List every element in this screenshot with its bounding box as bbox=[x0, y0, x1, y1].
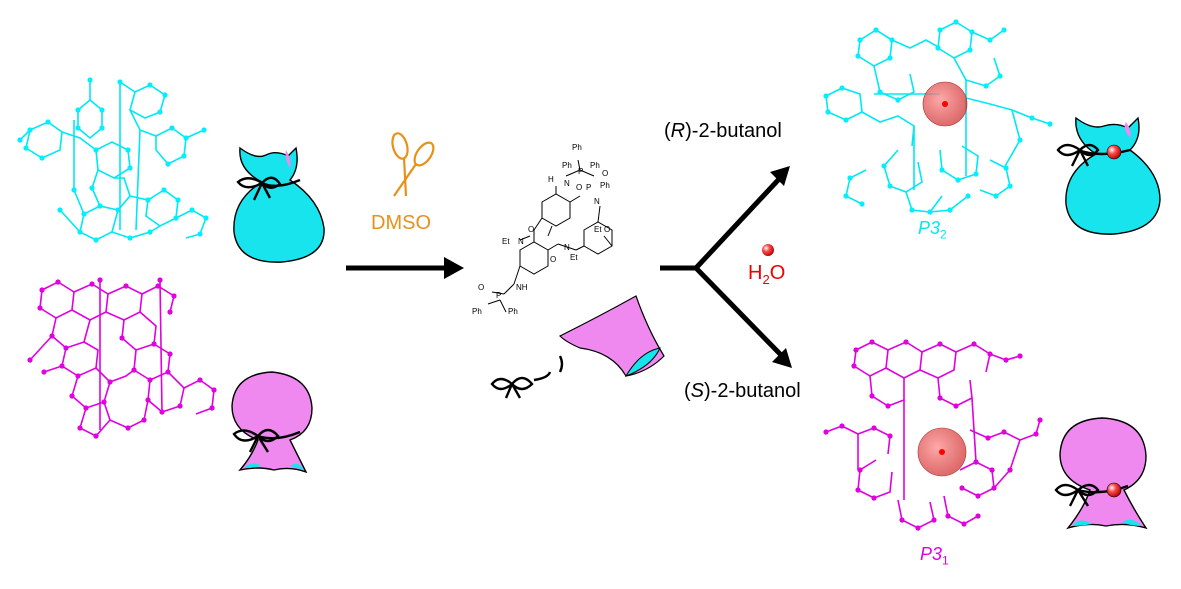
solvent-text: DMSO bbox=[371, 212, 431, 234]
water-label: H2O bbox=[748, 262, 785, 287]
discarded-bow-icon bbox=[492, 356, 562, 398]
scissors-icon bbox=[390, 132, 437, 196]
svg-text:N: N bbox=[564, 243, 570, 252]
lower-condition-italic: S bbox=[691, 380, 704, 402]
svg-text:P: P bbox=[586, 183, 591, 192]
upper-condition-label: (R)-2-butanol bbox=[664, 120, 782, 143]
svg-text:Ph: Ph bbox=[562, 161, 572, 170]
bag-water-ball-top bbox=[1107, 145, 1121, 159]
unwrapped-sheet-icon bbox=[560, 296, 664, 376]
cyan-crystal-atoms bbox=[17, 77, 208, 242]
cyan-bag-icon bbox=[234, 148, 324, 262]
guest-atom-top bbox=[942, 101, 948, 107]
water-sphere-icon bbox=[762, 244, 774, 256]
svg-text:P: P bbox=[496, 291, 501, 300]
water-label-sub: 2 bbox=[762, 272, 769, 287]
molecule-labels: Ph Ph Ph P O H N O P Ph N O Et N Et O N … bbox=[472, 143, 610, 316]
svg-text:Et: Et bbox=[570, 253, 578, 262]
magenta-crystal-structure bbox=[30, 280, 214, 436]
svg-text:Et: Et bbox=[594, 225, 602, 234]
svg-text:NH: NH bbox=[516, 283, 528, 292]
cyan-bag-water-icon bbox=[1066, 118, 1160, 234]
upper-condition-suffix: )-2-butanol bbox=[685, 120, 782, 142]
pink-bag-water-icon bbox=[1060, 418, 1146, 528]
bag-water-ball-bottom bbox=[1107, 483, 1121, 497]
solvent-label: DMSO bbox=[371, 212, 431, 235]
upper-condition-prefix: ( bbox=[664, 120, 671, 142]
svg-text:Ph: Ph bbox=[508, 307, 518, 316]
svg-text:Ph: Ph bbox=[600, 181, 610, 190]
svg-text:N: N bbox=[518, 237, 524, 246]
water-label-h: H bbox=[748, 262, 762, 284]
space-group-top-sub: 2 bbox=[940, 228, 947, 242]
main-arrow bbox=[346, 257, 464, 279]
upper-condition-italic: R bbox=[671, 120, 685, 142]
svg-text:Ph: Ph bbox=[590, 161, 600, 170]
svg-text:O: O bbox=[602, 169, 608, 178]
svg-text:O: O bbox=[604, 225, 610, 234]
space-group-top-main: P3 bbox=[918, 218, 940, 238]
space-group-bottom-sub: 1 bbox=[942, 554, 949, 568]
cyan-crystal-structure bbox=[20, 80, 206, 240]
svg-text:O: O bbox=[528, 225, 534, 234]
space-group-top: P32 bbox=[918, 218, 947, 242]
lower-condition-label: (S)-2-butanol bbox=[684, 380, 801, 403]
svg-text:N: N bbox=[564, 179, 570, 188]
svg-text:Ph: Ph bbox=[572, 143, 582, 152]
svg-text:H: H bbox=[548, 175, 554, 184]
magenta-crystal-atoms bbox=[27, 277, 216, 438]
svg-text:N: N bbox=[594, 197, 600, 206]
svg-text:O: O bbox=[576, 183, 582, 192]
svg-text:O: O bbox=[478, 283, 484, 292]
space-group-bottom: P31 bbox=[920, 544, 949, 568]
svg-text:O: O bbox=[550, 255, 556, 264]
svg-text:Et: Et bbox=[502, 237, 510, 246]
space-group-bottom-main: P3 bbox=[920, 544, 942, 564]
guest-atom-bottom bbox=[939, 449, 945, 455]
lower-condition-suffix: )-2-butanol bbox=[704, 380, 801, 402]
svg-text:P: P bbox=[578, 167, 583, 176]
water-label-o: O bbox=[770, 262, 786, 284]
pink-bag-icon bbox=[232, 372, 312, 472]
lower-condition-prefix: ( bbox=[684, 380, 691, 402]
svg-text:Ph: Ph bbox=[472, 307, 482, 316]
